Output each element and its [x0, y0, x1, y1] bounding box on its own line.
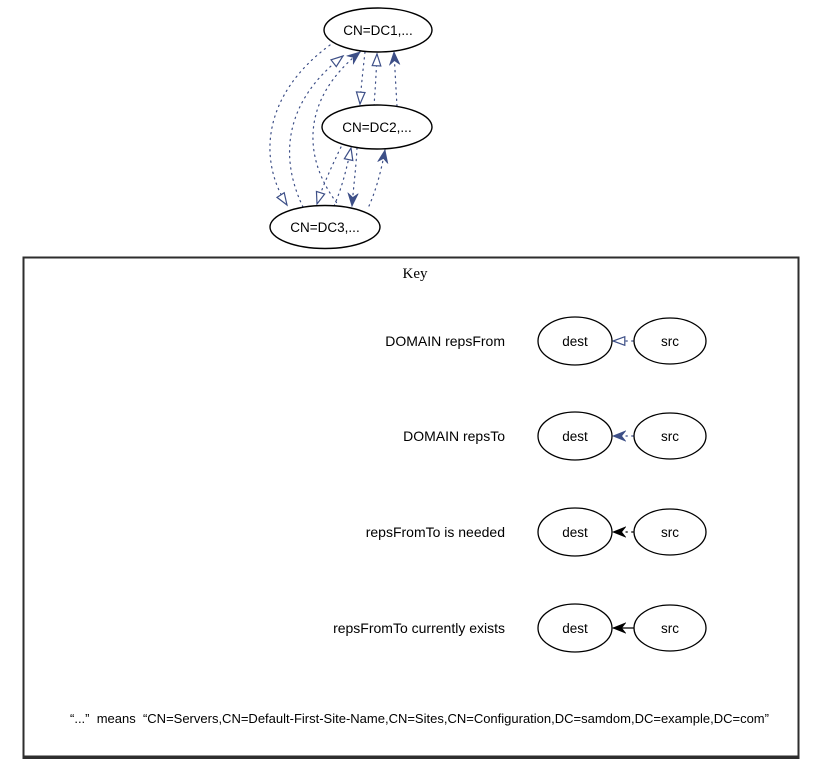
key-src-ellipse: [633, 317, 707, 365]
key-src-label: src: [661, 334, 679, 349]
key-row-label: DOMAIN repsTo: [403, 428, 505, 444]
key-row-repsto: DOMAIN repsTo dest src: [403, 411, 707, 461]
key-footnote: “...” means “CN=Servers,CN=Default-First…: [70, 711, 769, 726]
key-dest-label: dest: [562, 334, 588, 349]
edge-dc3-dc2-repsfrom: [333, 146, 354, 207]
key-row-repsfromto-needed: repsFromTo is needed dest src: [366, 507, 707, 557]
key-dest-label: dest: [562, 525, 588, 540]
edge-dc1-dc2-repsfrom: [355, 51, 366, 106]
key-src-label: src: [661, 525, 679, 540]
key-dest-label: dest: [562, 429, 588, 444]
node-dc1-label: CN=DC1,...: [343, 23, 412, 38]
edge-dc2-dc1-repsto: [394, 52, 397, 107]
edge-dc2-dc1-repsfrom: [371, 52, 382, 107]
edge-dc2-dc3-repsfrom: [315, 146, 342, 206]
key-title: Key: [403, 266, 428, 282]
edge-dc3-dc2-repsto: [368, 150, 385, 207]
key-dest-ellipse: [537, 507, 613, 557]
edge-dc3-dc1-repsfrom: [288, 54, 345, 208]
key-dest-ellipse: [537, 603, 613, 653]
node-dc2-ellipse: [321, 104, 433, 150]
key-row-repsfromto-exists: repsFromTo currently exists dest src: [333, 603, 707, 653]
key-src-ellipse: [633, 604, 707, 652]
key-dest-label: dest: [562, 621, 588, 636]
key-row-label: repsFromTo is needed: [366, 524, 505, 540]
edge-dc2-dc3-repsto: [352, 147, 357, 206]
key-dest-ellipse: [537, 411, 613, 461]
key-box: Key DOMAIN repsFrom dest src DOMAIN reps…: [22, 256, 800, 759]
graph-nodes: CN=DC1,... CN=DC2,... CN=DC3,...: [269, 7, 433, 250]
key-row-label: DOMAIN repsFrom: [385, 333, 505, 349]
key-src-ellipse: [633, 412, 707, 460]
replication-graph: CN=DC1,... CN=DC2,... CN=DC3,...: [269, 7, 433, 250]
key-src-ellipse: [633, 508, 707, 556]
edge-dc1-dc3-repsfrom: [269, 44, 331, 207]
replication-edges: [269, 44, 397, 208]
key-dest-ellipse: [537, 316, 613, 366]
node-dc2-label: CN=DC2,...: [342, 120, 411, 135]
key-src-label: src: [661, 621, 679, 636]
key-row-repsfrom: DOMAIN repsFrom dest src: [385, 316, 707, 366]
key-row-label: repsFromTo currently exists: [333, 620, 505, 636]
key-src-label: src: [661, 429, 679, 444]
node-dc1-ellipse: [323, 7, 433, 53]
node-dc3-ellipse: [269, 204, 381, 250]
node-dc3-label: CN=DC3,...: [290, 220, 359, 235]
